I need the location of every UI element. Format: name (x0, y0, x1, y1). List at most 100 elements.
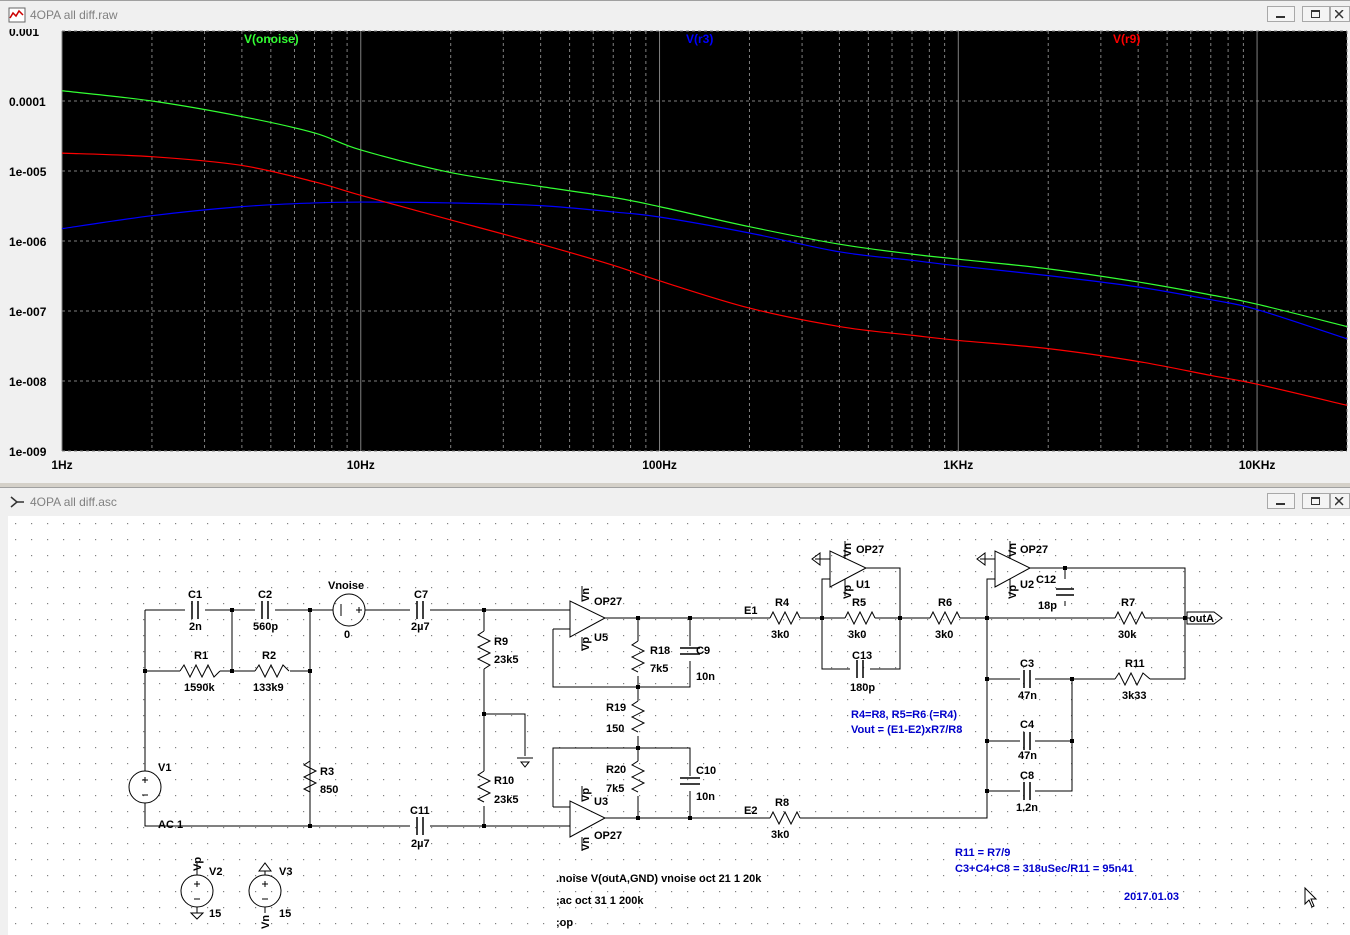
model-U5[interactable]: OP27 (594, 596, 622, 608)
model-U1[interactable]: OP27 (856, 544, 884, 556)
note-c-sum[interactable]: C3+C4+C8 = 318uSec/R11 = 95n41 (955, 863, 1134, 875)
net-Vp-U2[interactable]: Vp (1007, 585, 1019, 599)
value-C7[interactable]: 2µ7 (411, 621, 430, 633)
label-V3[interactable]: V3 (279, 866, 292, 878)
net-Vp-U5[interactable]: Vp (580, 637, 592, 651)
value-C12[interactable]: 18p (1038, 600, 1057, 612)
net-Vn-U1[interactable]: Vn (842, 543, 854, 557)
label-V1[interactable]: V1 (158, 762, 171, 774)
label-R9[interactable]: R9 (494, 636, 508, 648)
label-R19[interactable]: R19 (606, 702, 626, 714)
value-R10[interactable]: 23k5 (494, 794, 518, 806)
value-Vnoise[interactable]: 0 (344, 629, 350, 641)
label-R8[interactable]: R8 (775, 797, 789, 809)
value-R6[interactable]: 3k0 (935, 629, 953, 641)
note-date[interactable]: 2017.01.03 (1124, 891, 1179, 903)
label-C7[interactable]: C7 (414, 589, 428, 601)
schematic-titlebar[interactable]: 4OPA all diff.asc (0, 488, 1350, 516)
spice-ac-command[interactable]: ;ac oct 31 1 200k (556, 895, 644, 907)
noise-plot[interactable]: V(onoise)V(r3)V(r9) 0.0010.00011e-0051e-… (0, 29, 1350, 481)
value-R3[interactable]: 850 (320, 784, 338, 796)
value-V3[interactable]: 15 (279, 908, 291, 920)
value-C1[interactable]: 2n (189, 621, 202, 633)
legend-trace-2[interactable]: V(r9) (1113, 32, 1140, 46)
plot-maximize-button[interactable] (1302, 6, 1330, 22)
label-C3[interactable]: C3 (1020, 658, 1034, 670)
net-E2[interactable]: E2 (744, 805, 757, 817)
value-V1[interactable]: AC 1 (158, 819, 183, 831)
spice-op-command[interactable]: ;op (556, 917, 573, 929)
label-Vnoise[interactable]: Vnoise (328, 580, 364, 592)
value-C13[interactable]: 180p (850, 682, 875, 694)
label-C13[interactable]: C13 (852, 650, 872, 662)
label-U5[interactable]: U5 (594, 632, 608, 644)
value-C4[interactable]: 47n (1018, 750, 1037, 762)
value-C8[interactable]: 1.2n (1016, 802, 1038, 814)
model-U2[interactable]: OP27 (1020, 544, 1048, 556)
label-R10[interactable]: R10 (494, 775, 514, 787)
label-C8[interactable]: C8 (1020, 770, 1034, 782)
label-U2[interactable]: U2 (1020, 579, 1034, 591)
plot-minimize-button[interactable] (1267, 6, 1295, 22)
label-C12[interactable]: C12 (1036, 574, 1056, 586)
value-R19[interactable]: 150 (606, 723, 624, 735)
outA-port[interactable] (1186, 611, 1223, 625)
schematic-minimize-button[interactable] (1267, 493, 1295, 509)
label-C10[interactable]: C10 (696, 765, 716, 777)
label-R11[interactable]: R11 (1125, 658, 1145, 670)
value-C11[interactable]: 2µ7 (411, 838, 430, 850)
value-R9[interactable]: 23k5 (494, 654, 518, 666)
label-U1[interactable]: U1 (856, 579, 870, 591)
plot-titlebar[interactable]: 4OPA all diff.raw (0, 1, 1350, 29)
value-R5[interactable]: 3k0 (848, 629, 866, 641)
value-R7[interactable]: 30k (1118, 629, 1137, 641)
note-vout[interactable]: Vout = (E1-E2)xR7/R8 (851, 724, 962, 736)
net-Vp-U3[interactable]: Vp (580, 788, 592, 802)
value-R8[interactable]: 3k0 (771, 829, 789, 841)
plot-close-button[interactable] (1330, 6, 1350, 22)
label-U3[interactable]: U3 (594, 796, 608, 808)
label-R20[interactable]: R20 (606, 764, 626, 776)
value-R2[interactable]: 133k9 (253, 682, 284, 694)
label-V2[interactable]: V2 (209, 866, 222, 878)
model-U3[interactable]: OP27 (594, 830, 622, 842)
spice-noise-command[interactable]: .noise V(outA,GND) vnoise oct 21 1 20k (556, 873, 762, 885)
series-line-0[interactable] (61, 90, 1348, 328)
net-outA[interactable]: outA (1189, 613, 1214, 625)
net-Vn-V3[interactable]: Vn (260, 915, 272, 929)
legend-trace-1[interactable]: V(r3) (686, 32, 713, 46)
value-R4[interactable]: 3k0 (771, 629, 789, 641)
value-C2[interactable]: 560p (253, 621, 278, 633)
label-R2[interactable]: R2 (262, 650, 276, 662)
net-E1[interactable]: E1 (744, 605, 757, 617)
net-Vp-U1[interactable]: Vp (842, 585, 854, 599)
label-R1[interactable]: R1 (194, 650, 208, 662)
series-line-1[interactable] (61, 201, 1348, 340)
label-C1[interactable]: C1 (188, 589, 202, 601)
value-C3[interactable]: 47n (1018, 690, 1037, 702)
label-R7[interactable]: R7 (1121, 597, 1135, 609)
label-R5[interactable]: R5 (852, 597, 866, 609)
net-Vn-U2[interactable]: Vn (1007, 543, 1019, 557)
note-r11[interactable]: R11 = R7/9 (955, 847, 1010, 859)
value-V2[interactable]: 15 (209, 908, 221, 920)
value-C10[interactable]: 10n (696, 791, 715, 803)
label-R6[interactable]: R6 (938, 597, 952, 609)
label-R4[interactable]: R4 (775, 597, 790, 609)
label-C4[interactable]: C4 (1020, 719, 1035, 731)
schematic-canvas[interactable]: C1 2n C2 560p R1 1590k R2 133k9 Vnoise 0… (8, 516, 1350, 935)
legend-trace-0[interactable]: V(onoise) (244, 32, 299, 46)
label-R3[interactable]: R3 (320, 766, 334, 778)
series-line-2[interactable] (61, 152, 1348, 406)
net-Vn-U5[interactable]: Vn (580, 588, 592, 602)
schematic-close-button[interactable] (1330, 493, 1350, 509)
schematic-maximize-button[interactable] (1302, 493, 1330, 509)
value-R18[interactable]: 7k5 (650, 663, 668, 675)
value-R1[interactable]: 1590k (184, 682, 215, 694)
label-C9[interactable]: C9 (696, 645, 710, 657)
value-C9[interactable]: 10n (696, 671, 715, 683)
label-C2[interactable]: C2 (258, 589, 272, 601)
value-R20[interactable]: 7k5 (606, 783, 624, 795)
net-Vn-U3[interactable]: Vn (580, 837, 592, 851)
label-C11[interactable]: C11 (410, 805, 430, 817)
